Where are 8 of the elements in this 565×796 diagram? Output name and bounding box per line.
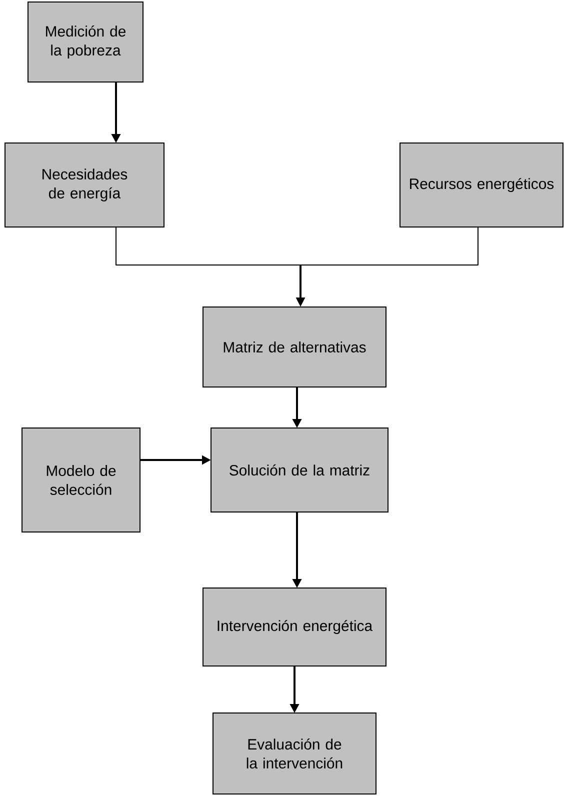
process-box: Solución de la matriz	[210, 428, 388, 512]
process-box: Necesidades de energía	[4, 142, 164, 228]
process-box: Medición de la pobreza	[28, 2, 144, 82]
process-box: Evaluación de la intervención	[212, 712, 376, 794]
process-box: Recursos energéticos	[400, 142, 564, 228]
process-box: Modelo de selección	[22, 428, 140, 532]
process-box: Intervención energética	[202, 588, 386, 666]
process-box: Matriz de alternativas	[202, 306, 386, 388]
